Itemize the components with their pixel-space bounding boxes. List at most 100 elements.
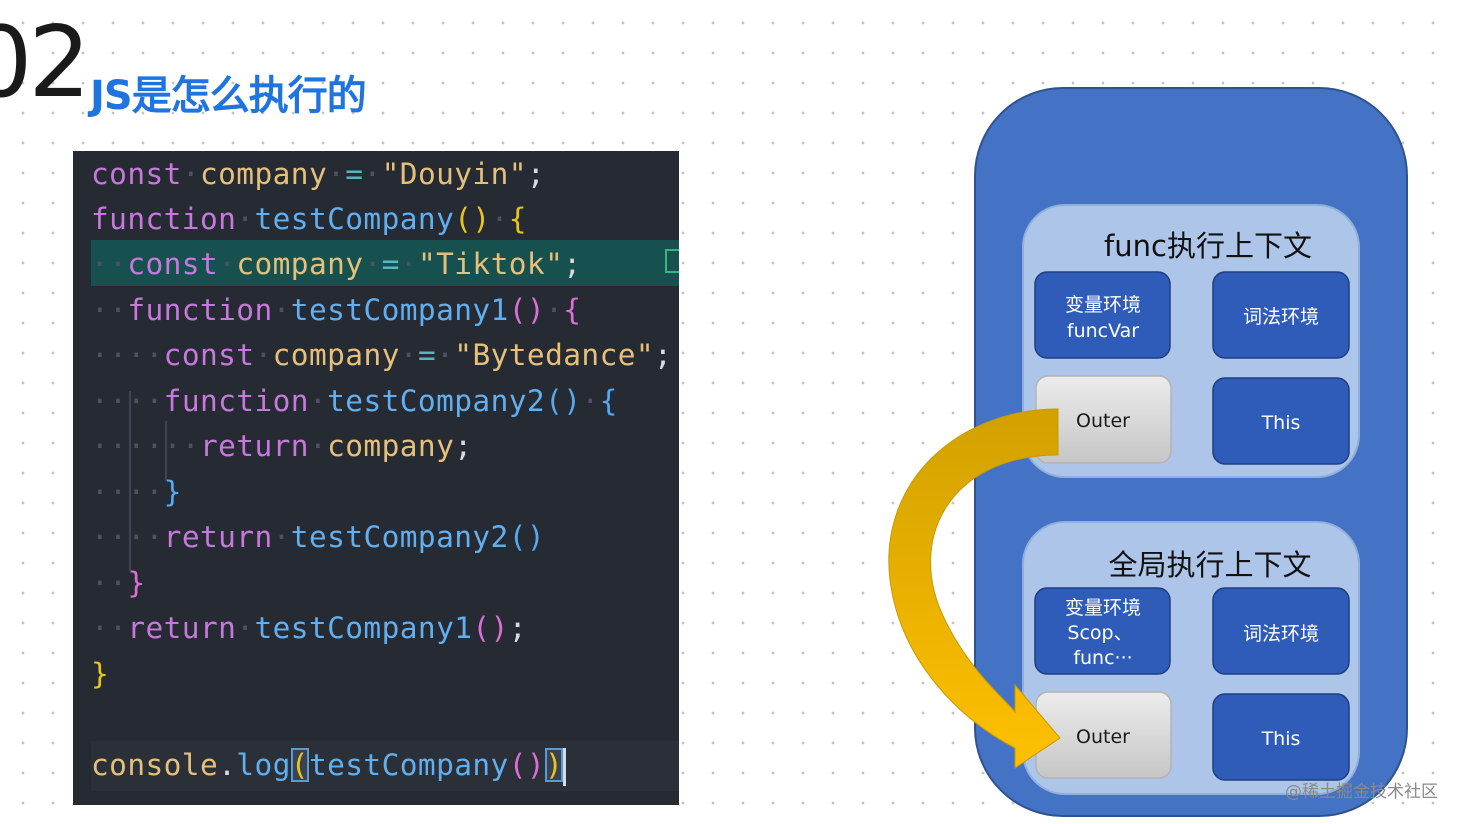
code-token: · <box>363 157 382 191</box>
global-outer-box: Outer <box>1035 691 1172 779</box>
code-token: testCompany1 <box>254 611 473 645</box>
code-token: const <box>163 338 255 372</box>
global-this-label: This <box>1261 728 1301 750</box>
code-token: () <box>472 611 509 645</box>
code-line: ····} <box>91 469 182 515</box>
global-varenv-line2: Scop、 <box>1067 622 1132 644</box>
code-token: () <box>508 748 546 782</box>
code-token: ······ <box>91 429 200 463</box>
code-token: company <box>327 429 455 463</box>
code-token: testCompany <box>254 202 455 236</box>
code-token: return <box>199 429 309 463</box>
func-varenv-line2: funcVar <box>1067 320 1139 342</box>
code-token: "Tiktok" <box>417 247 564 281</box>
outer-reference-arrow <box>888 408 1061 769</box>
code-token: · <box>581 384 600 418</box>
code-token: ·· <box>91 566 128 600</box>
code-token: () <box>454 202 491 236</box>
code-line: ··return·testCompany1(); <box>91 605 527 651</box>
code-token: const <box>91 157 182 191</box>
code-token: console <box>91 748 219 782</box>
global-this-box: This <box>1212 693 1350 781</box>
global-execution-context: 全局执行上下文 变量环境 Scop、 func··· 词法环境 Outer Th… <box>1022 521 1360 795</box>
code-line: ··} <box>91 560 146 606</box>
func-lexenv-label: 词法环境 <box>1243 306 1319 328</box>
code-editor[interactable]: const·company·=·"Douyin";function·testCo… <box>73 151 679 805</box>
code-token: ; <box>654 338 673 372</box>
code-token: } <box>91 657 110 691</box>
code-token: · <box>236 202 255 236</box>
code-token: ·· <box>91 611 128 645</box>
code-line: const·company·=·"Douyin"; <box>91 151 545 197</box>
code-token: testCompany <box>308 748 509 782</box>
code-token: ; <box>508 611 527 645</box>
code-token: · <box>363 247 382 281</box>
code-token: const <box>127 247 219 281</box>
code-line: console.log(testCompany()) <box>91 742 567 788</box>
code-token: () <box>545 384 582 418</box>
code-token: "Bytedance" <box>454 338 655 372</box>
code-token: = <box>345 157 364 191</box>
code-token: · <box>218 247 237 281</box>
line-change-marker <box>665 249 679 273</box>
code-token: "Douyin" <box>381 157 527 191</box>
code-token: ···· <box>91 475 164 509</box>
code-token: ···· <box>91 520 164 554</box>
code-token: · <box>436 338 455 372</box>
code-token: · <box>272 293 291 327</box>
text-caret <box>563 747 567 786</box>
global-lexical-environment: 词法环境 <box>1212 587 1350 675</box>
global-outer-label: Outer <box>1076 726 1130 748</box>
func-lexical-environment: 词法环境 <box>1212 271 1350 359</box>
indent-guide <box>129 391 131 571</box>
code-token: = <box>417 338 437 372</box>
func-context-title: func执行上下文 <box>1104 229 1312 263</box>
func-outer-label: Outer <box>1076 410 1130 432</box>
code-token: company <box>236 247 364 281</box>
code-token: () <box>508 293 546 327</box>
code-token: ·· <box>91 247 128 281</box>
code-token: function <box>163 384 309 418</box>
func-this-box: This <box>1212 377 1350 465</box>
code-token: testCompany1 <box>290 293 509 327</box>
global-variable-environment: 变量环境 Scop、 func··· <box>1034 587 1171 675</box>
code-token: · <box>272 520 291 554</box>
code-token: ) <box>545 748 564 782</box>
code-token: ; <box>454 429 473 463</box>
code-token: . <box>218 748 237 782</box>
code-token: · <box>490 202 509 236</box>
func-this-label: This <box>1261 412 1301 434</box>
code-token: } <box>127 566 146 600</box>
code-token: · <box>181 157 200 191</box>
global-context-title: 全局执行上下文 <box>1108 548 1311 582</box>
highlighted-line <box>91 240 679 286</box>
code-token: = <box>381 247 400 281</box>
code-token: · <box>399 247 418 281</box>
global-lexenv-label: 词法环境 <box>1243 623 1319 645</box>
code-token: ( <box>290 748 309 782</box>
code-line: ····function·testCompany2()·{ <box>91 378 618 424</box>
code-token: { <box>508 202 527 236</box>
code-line: ······return·company; <box>91 423 472 469</box>
code-token: · <box>399 338 418 372</box>
code-token: · <box>236 611 255 645</box>
slide-number: 02 <box>0 6 91 120</box>
code-token: company <box>272 338 400 372</box>
code-token: ; <box>526 157 546 191</box>
code-line: ··function·testCompany1()·{ <box>91 287 581 333</box>
code-token: ·· <box>91 293 128 327</box>
code-token: return <box>127 611 237 645</box>
code-token: · <box>254 338 273 372</box>
code-token: { <box>563 293 582 327</box>
code-token: { <box>599 384 618 418</box>
code-token: · <box>545 293 564 327</box>
current-line-background <box>91 741 679 791</box>
global-varenv-line1: 变量环境 <box>1065 597 1141 619</box>
footer-watermark: @稀土掘金技术社区 <box>1285 782 1438 802</box>
code-token: log <box>236 748 291 782</box>
code-line: ····return·testCompany2() <box>91 514 545 560</box>
code-line: function·testCompany()·{ <box>91 196 527 242</box>
func-varenv-line1: 变量环境 <box>1065 294 1141 316</box>
code-token: testCompany2 <box>327 384 546 418</box>
